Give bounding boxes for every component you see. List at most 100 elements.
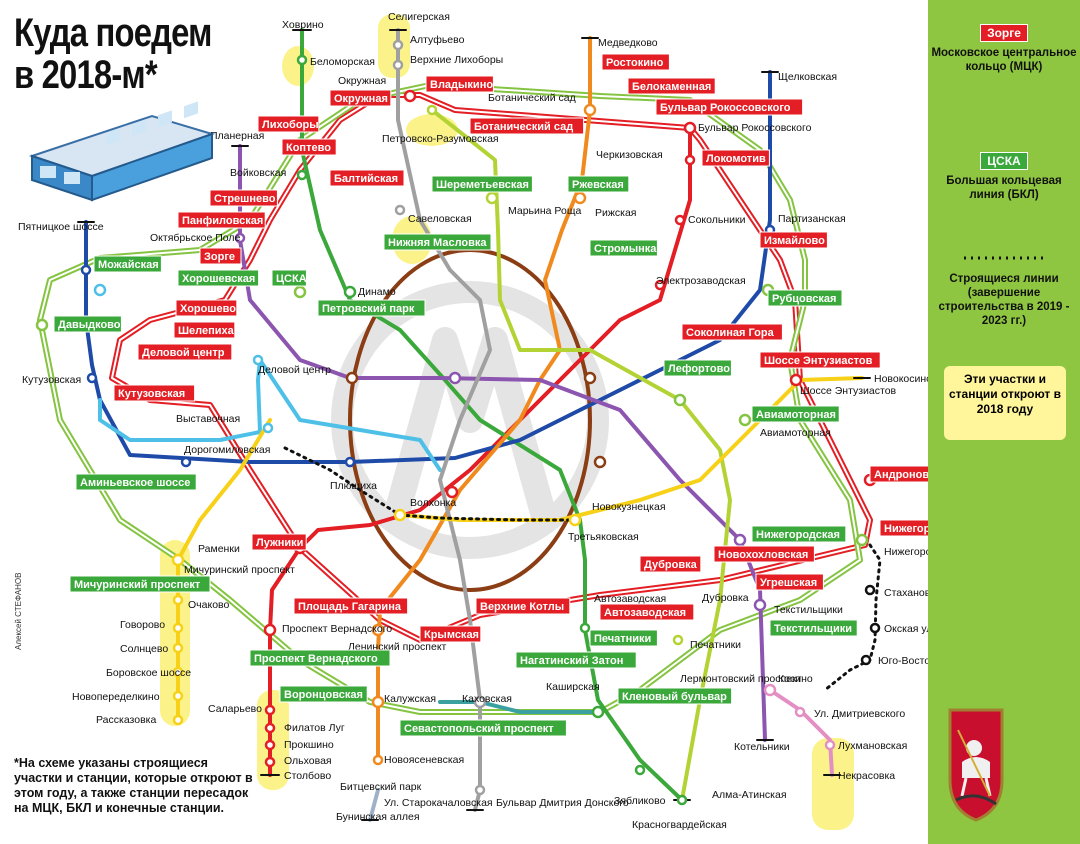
mcc-station-tag: Локомотив	[701, 149, 770, 167]
station-tag-bg	[399, 719, 567, 737]
station-label: Бунинская аллея	[336, 811, 420, 823]
station-label: Пятницкое шоссе	[18, 221, 104, 233]
station-label: Рижская	[595, 207, 637, 219]
bkl-station-tag: Мичуринский проспект	[69, 575, 211, 593]
station-tag-label: Давыдково	[58, 319, 121, 331]
station-label: Медведково	[598, 37, 658, 49]
station-node	[343, 285, 357, 299]
station-tag-bg	[627, 77, 716, 95]
station-tag-bg	[617, 687, 733, 705]
station-node	[448, 371, 462, 385]
moscow-coat-of-arms	[948, 708, 1004, 822]
station-node	[673, 393, 687, 407]
station-node	[683, 121, 697, 135]
station-tag-bg	[177, 269, 260, 287]
station-label: Каширская	[546, 681, 600, 693]
station-tag-bg	[93, 255, 162, 273]
mcc-station-tag: Автозаводская	[599, 603, 695, 621]
mcc-station-tag: Лихоборы	[257, 115, 320, 133]
station-tag-label: Шоссе Энтузиастов	[764, 355, 873, 367]
station-tag-bg	[383, 233, 492, 251]
mcc-station-tag: Лужники	[251, 533, 307, 551]
mcc-station-tag: Ростокино	[601, 53, 670, 71]
station-label: Лермонтовский проспект	[680, 673, 802, 685]
station-node	[264, 756, 276, 768]
station-tag-label: Владыкино	[430, 79, 493, 91]
mcc-station-tag: Кутузовская	[113, 384, 196, 402]
station-label: Авиамоторная	[760, 427, 831, 439]
station-label: Красногвардейская	[632, 819, 727, 831]
station-node	[264, 722, 276, 734]
station-tag-label: Балтийская	[334, 173, 398, 185]
station-tag-label: Панфиловская	[182, 215, 263, 227]
station-tag-bg	[567, 175, 630, 193]
bkl-station-tag: Севастопольский проспект	[399, 719, 567, 737]
station-tag-label: Хорошевская	[182, 273, 255, 285]
bkl-station-tag: Печатники	[589, 629, 658, 647]
station-label: Окская ул.	[884, 623, 928, 635]
station-tag-bg	[599, 603, 695, 621]
station-label: Планерная	[210, 130, 264, 142]
title-line-2: в 2018-м*	[14, 53, 158, 97]
station-label: Солнцево	[120, 643, 168, 655]
station-tag-label: Автозаводская	[604, 607, 686, 619]
station-node	[763, 683, 777, 697]
station-node	[293, 285, 307, 299]
station-tag-bg	[137, 343, 233, 361]
station-tag-bg	[601, 53, 670, 71]
mcc-station-tag: Белокаменная	[627, 77, 716, 95]
station-label: Кутузовская	[22, 374, 81, 386]
bkl-station-tag: Давыдково	[53, 315, 122, 333]
station-tag-bg	[177, 211, 266, 229]
station-node	[733, 533, 747, 547]
station-tag-label: Севастопольский проспект	[404, 723, 554, 735]
legend-bkl: ЦСКА Большая кольцевая линия (БКЛ)	[928, 152, 1080, 202]
station-tag-bg	[431, 175, 533, 193]
station-label: Черкизовская	[596, 149, 663, 161]
station-node	[573, 191, 587, 205]
station-tag-label: Стромынка	[594, 243, 657, 255]
station-node	[392, 59, 404, 71]
station-tag-bg	[681, 323, 783, 341]
mcc-station-tag: Ботанический сад	[469, 117, 585, 135]
station-tag-label: Стрешнево	[214, 193, 276, 205]
station-label: Бульвар Дмитрия Донского	[496, 797, 629, 809]
station-tag-label: Шереметьевская	[436, 179, 529, 191]
station-node	[262, 422, 274, 434]
station-tag-bg	[639, 555, 702, 573]
station-tag-label: Бульвар Рокоссовского	[660, 102, 791, 114]
mcc-station-tag: Верхние Котлы	[475, 597, 571, 615]
station-label: Новопеределкино	[72, 691, 160, 703]
footnote: *На схеме указаны строящиеся участки и с…	[14, 756, 253, 815]
station-tag-label: Угрешская	[760, 577, 817, 589]
station-node	[372, 754, 384, 766]
station-label: Верхние Лихоборы	[410, 54, 503, 66]
station-tag-label: Крымская	[424, 629, 479, 641]
station-label: Битцевский парк	[340, 781, 422, 793]
station-label: Третьяковская	[568, 531, 639, 543]
station-node	[393, 508, 407, 522]
station-label: Дубровка	[702, 592, 749, 604]
station-label: Бульвар Рокоссовского	[698, 122, 812, 134]
station-tag-label: Верхние Котлы	[480, 601, 564, 613]
station-tag-bg	[175, 299, 238, 317]
station-tag-label: Измайлово	[764, 235, 825, 247]
station-label: Юго-Восточная	[878, 655, 928, 667]
station-label: Новокосино	[874, 373, 928, 385]
station-label: Проспект Вернадского	[282, 623, 392, 635]
legend-construction: Строящиеся линии (завершение строительст…	[928, 250, 1080, 328]
station-tag-label: Проспект Вернадского	[254, 653, 378, 665]
bkl-station-tag: Авиамоторная	[751, 405, 840, 423]
station-tag-bg	[249, 649, 391, 667]
line-zamoskvoretskaya	[300, 28, 684, 802]
station-tag-bg	[293, 597, 409, 615]
station-label: Стахановская	[884, 587, 928, 599]
station-tag-label: Ростокино	[606, 57, 664, 69]
station-tag-bg	[759, 231, 828, 249]
station-label: Дорогомиловская	[184, 444, 270, 456]
station-tag-label: Ботанический сад	[474, 121, 573, 133]
bkl-station-tag: Аминьевское шоссе	[75, 473, 197, 491]
station-node	[172, 642, 184, 654]
station-node	[392, 39, 404, 51]
station-tag-bg	[869, 465, 928, 483]
